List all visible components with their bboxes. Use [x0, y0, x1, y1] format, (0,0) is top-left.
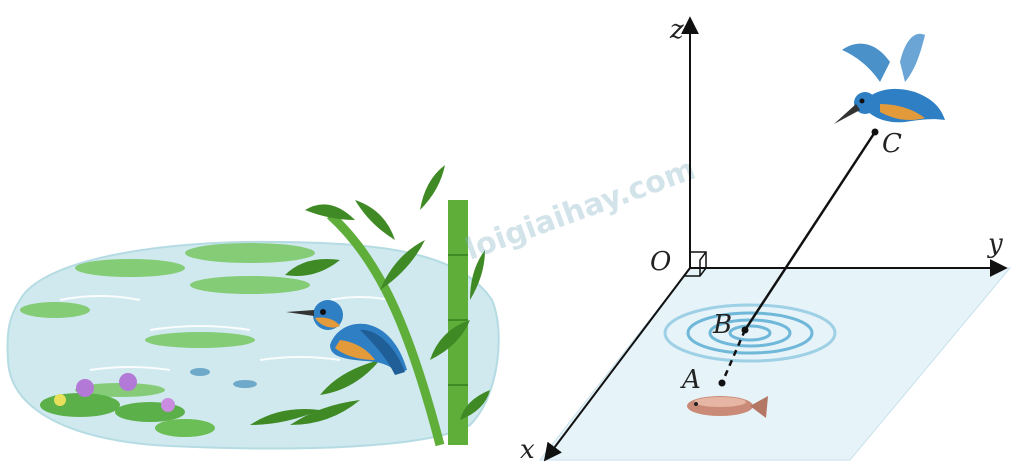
point-a-dot	[718, 379, 726, 387]
lily-pads	[20, 243, 315, 397]
ripples	[663, 303, 837, 363]
point-label-b: B	[712, 310, 732, 340]
x-axis	[543, 267, 691, 462]
water-plane	[538, 267, 1012, 461]
water-ripples	[59, 295, 391, 371]
segment-bc	[743, 131, 877, 331]
axis-label-y: y	[987, 229, 1003, 259]
axis-label-z: z	[669, 15, 684, 45]
kingfisher-perched	[286, 300, 407, 375]
segment-ab-dashed	[720, 329, 747, 384]
tiny-fish	[190, 368, 257, 388]
origin-corner-marker	[683, 251, 707, 277]
coordinate-diagram: z y x O B A C	[520, 15, 1012, 465]
point-c-dot	[871, 128, 879, 136]
point-label-o: O	[650, 247, 671, 277]
axis-label-x: x	[520, 435, 535, 465]
bamboo	[250, 165, 490, 447]
point-label-c: C	[882, 129, 902, 159]
point-label-a: A	[680, 365, 701, 395]
pond-illustration	[6, 165, 500, 450]
kingfisher-flying	[834, 33, 945, 124]
water-flowers	[40, 373, 215, 437]
pond-water	[6, 240, 500, 450]
point-b-dot	[741, 326, 749, 334]
fish	[687, 396, 768, 418]
